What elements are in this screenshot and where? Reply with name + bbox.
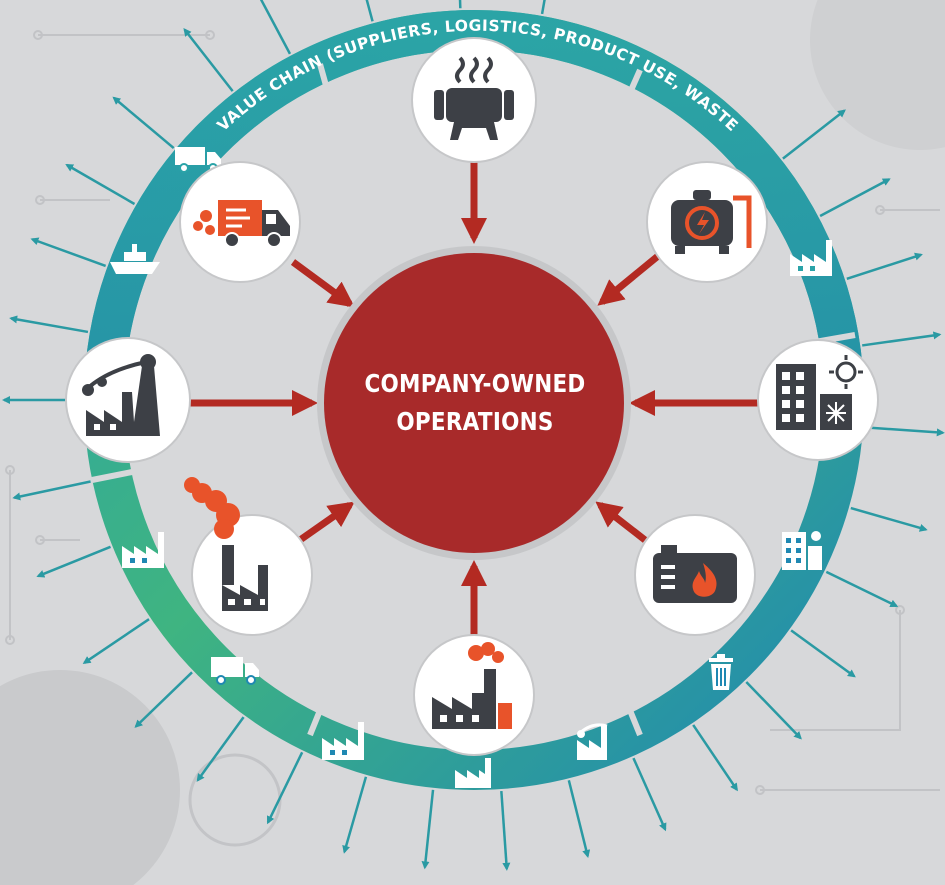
outward-arrow xyxy=(365,0,374,22)
outward-arrow xyxy=(12,480,91,501)
outward-arrow xyxy=(862,331,942,347)
factory-icon xyxy=(322,722,364,760)
ring-icons xyxy=(110,147,832,788)
outward-arrow xyxy=(825,570,899,608)
factory-icon xyxy=(455,758,491,788)
outward-arrow xyxy=(782,109,846,160)
outward-arrow xyxy=(500,790,511,871)
outward-arrow xyxy=(183,28,234,92)
outward-arrow xyxy=(259,0,292,55)
outward-arrow xyxy=(850,506,928,532)
outward-arrow xyxy=(846,252,923,281)
outward-arrow xyxy=(458,0,462,9)
outward-arrow xyxy=(864,426,945,437)
inner-nodes xyxy=(65,37,879,756)
node-building xyxy=(757,339,879,461)
center-operations xyxy=(317,246,631,560)
boiler-steam-icon xyxy=(434,56,514,140)
factory-smoke-icon xyxy=(432,642,512,729)
center-title-line1: COMPANY-OWNED xyxy=(364,369,586,398)
outward-arrow xyxy=(632,757,667,832)
outward-arrow xyxy=(112,96,175,149)
outward-arrow xyxy=(36,545,112,578)
outward-arrow xyxy=(790,629,856,678)
outward-arrow xyxy=(540,0,546,15)
inward-arrows xyxy=(188,160,760,645)
outward-arrow xyxy=(819,178,891,218)
truck-icon xyxy=(175,147,221,173)
truck-icon xyxy=(211,657,259,685)
center-label: COMPANY-OWNED OPERATIONS xyxy=(343,250,606,556)
node-factory-left xyxy=(184,477,313,636)
building-icon xyxy=(782,531,822,570)
outward-arrow xyxy=(692,724,738,792)
trash-bin-icon xyxy=(709,654,733,690)
outward-arrow xyxy=(745,681,802,740)
outward-arrow xyxy=(342,776,368,854)
node-boiler xyxy=(411,37,537,163)
outward-arrow xyxy=(196,716,245,782)
outward-arrow xyxy=(65,163,136,206)
node-delivery-truck xyxy=(179,161,301,283)
arrow-from-factory-left xyxy=(297,501,355,543)
outward-arrow xyxy=(266,751,304,825)
arrow-from-furnace xyxy=(595,501,648,543)
power-plant-icon xyxy=(82,354,160,436)
node-generator xyxy=(646,161,768,283)
arrow-from-generator xyxy=(597,253,661,306)
arrow-from-truck xyxy=(290,259,355,308)
furnace-flame-icon xyxy=(653,545,737,603)
node-factory xyxy=(413,634,535,756)
outward-arrow xyxy=(134,671,193,728)
center-title-line2: OPERATIONS xyxy=(396,407,554,436)
ship-icon xyxy=(110,244,160,274)
outward-arrow xyxy=(82,618,150,664)
electric-generator-icon xyxy=(671,190,752,254)
outward-arrow xyxy=(421,789,435,870)
factory-icon xyxy=(122,532,164,568)
factory-icon xyxy=(790,240,832,276)
outward-arrow xyxy=(9,315,89,334)
outward-arrow xyxy=(567,780,591,858)
node-power-plant xyxy=(65,337,191,463)
power-plant-icon xyxy=(577,723,608,760)
factory-chimney-icon xyxy=(184,477,268,611)
node-furnace xyxy=(634,514,756,636)
delivery-truck-icon xyxy=(193,200,290,248)
outward-arrow xyxy=(30,237,107,268)
building-climate-icon xyxy=(776,355,863,430)
